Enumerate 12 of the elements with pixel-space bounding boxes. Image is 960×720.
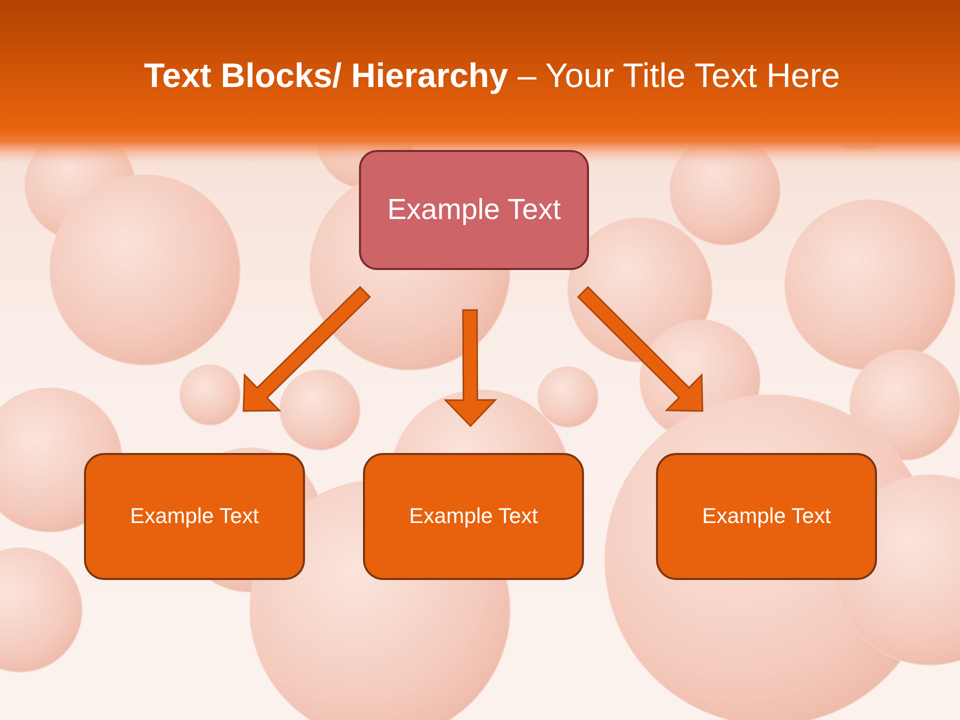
box-text: Example Text xyxy=(409,504,538,529)
child-box xyxy=(656,453,877,580)
child-box xyxy=(363,453,584,580)
child-box xyxy=(84,453,305,580)
root-box xyxy=(359,150,589,270)
box-text: Example Text xyxy=(387,194,561,226)
block-arrow xyxy=(444,309,498,428)
box-text: Example Text xyxy=(702,504,831,529)
box-text: Example Text xyxy=(130,504,259,529)
title: Text Blocks/ Hierarchy – Your Title Text Here xyxy=(142,56,842,97)
block-arrow xyxy=(242,286,371,412)
block-arrow xyxy=(577,286,704,412)
